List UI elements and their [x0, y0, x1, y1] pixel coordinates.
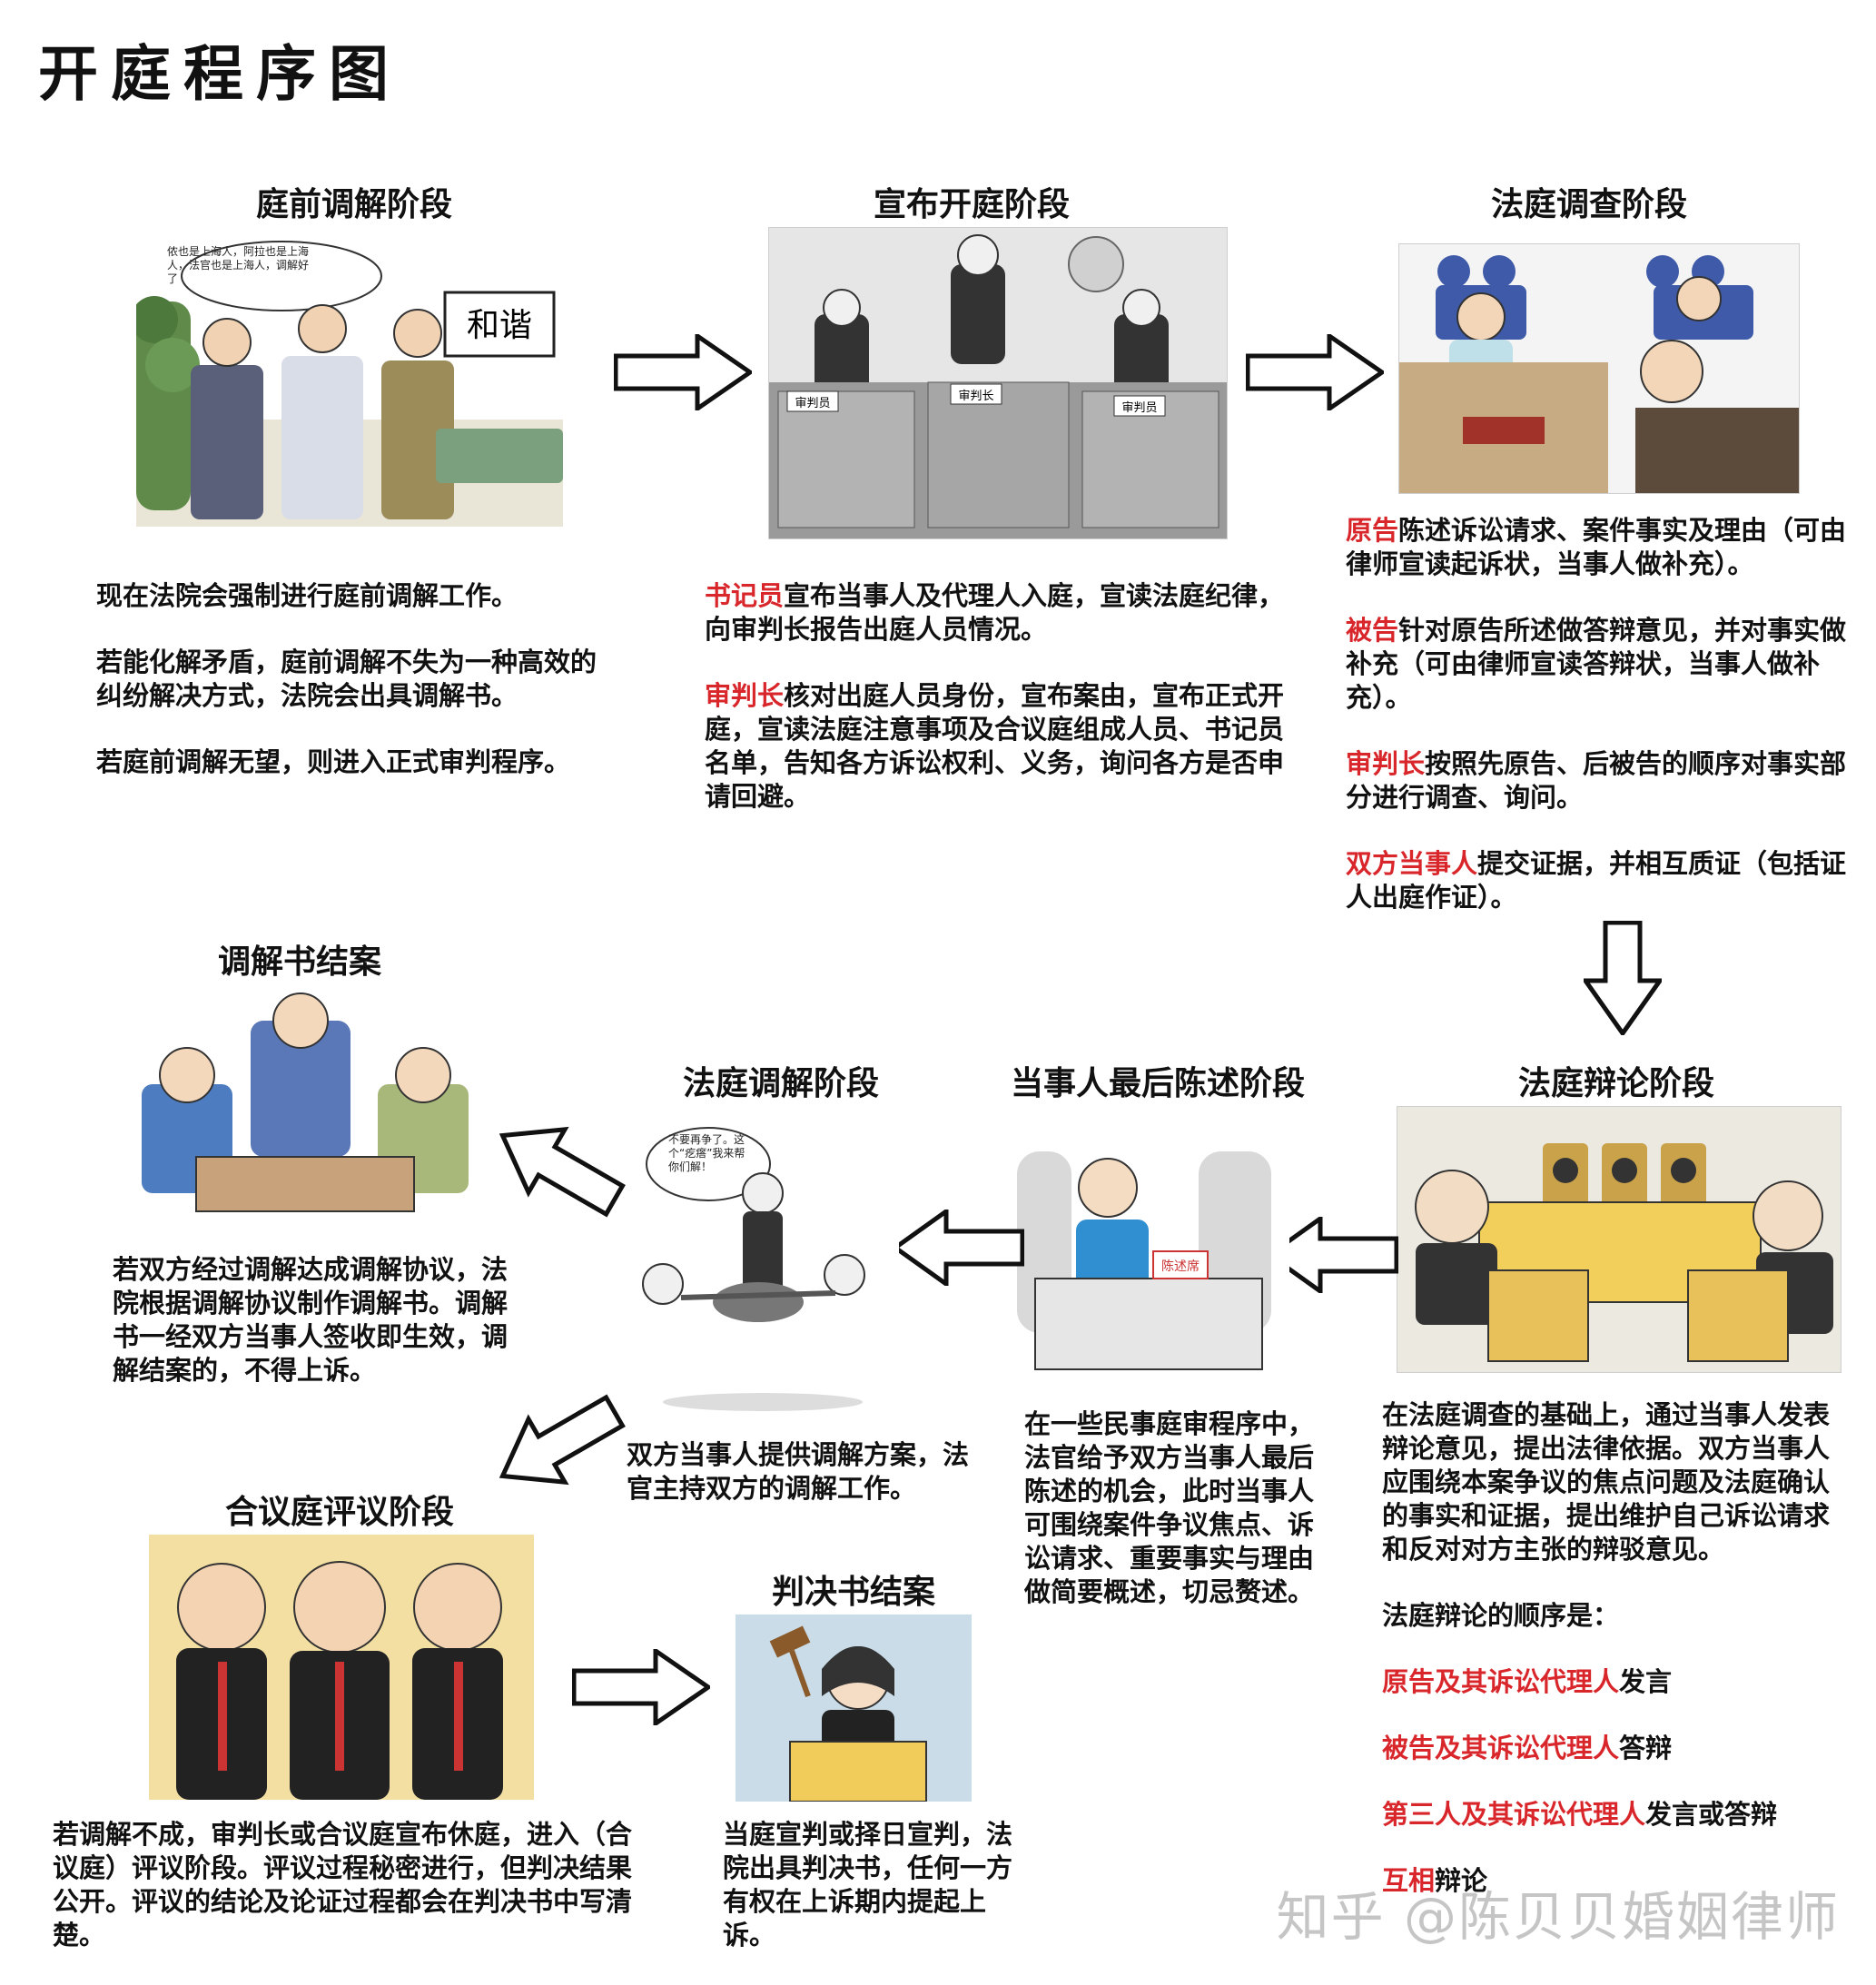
pretrial-paragraph: 现在法院会强制进行庭前调解工作。 [96, 580, 518, 611]
pretrial-mediation-illustration: 和谐 [136, 238, 563, 527]
page-title: 开庭程序图 [38, 39, 401, 109]
court-mediation-text: 双方当事人提供调解方案，法官主持双方的调解工作。 [627, 1439, 970, 1504]
role-highlight: 原告 [1346, 515, 1399, 546]
open-court-illustration: 审判员 审判长 审判员 [768, 227, 1228, 539]
arrow-left-icon [891, 1207, 1025, 1289]
role-highlight: 书记员 [705, 580, 785, 611]
open-court-paragraph: 宣布当事人及代理人入庭，宣读法庭纪律，向审判长报告出庭人员情况。 [705, 580, 1285, 645]
final-statement-illustration: 陈述席 [1017, 1133, 1289, 1380]
final-statement-text: 在一些民事庭审程序中，法官给予双方当事人最后陈述的机会，此时当事人可围绕案件争议… [1024, 1408, 1315, 1607]
role-highlight: 被告 [1346, 615, 1399, 646]
debate-intro: 在法庭调查的基础上，通过当事人发表辩论意见，提出法律依据。双方当事人应围绕本案争… [1382, 1399, 1831, 1565]
mediation-close-text: 若双方经过调解达成调解协议，法院根据调解协议制作调解书。调解书一经双方当事人签收… [113, 1254, 508, 1386]
investigation-paragraph: 提交证据，并相互质证（包括证人出庭作证）。 [1346, 848, 1847, 913]
arrow-down-icon [1581, 920, 1664, 1038]
watermark: 知乎 @陈贝贝婚姻律师 [1276, 1886, 1840, 1948]
stage-title-court-mediation: 法庭调解阶段 [682, 1065, 879, 1102]
arrow-down-left-icon [490, 1389, 627, 1498]
role-highlight: 审判长 [705, 680, 785, 711]
debate-order-item: 答辩 [1619, 1733, 1673, 1763]
debate-order-label: 法庭辩论的顺序是： [1382, 1600, 1620, 1631]
stage-title-pretrial-mediation: 庭前调解阶段 [255, 186, 452, 223]
role-highlight: 第三人及其诉讼代理人 [1382, 1799, 1646, 1830]
investigation-text: 原告陈述诉讼请求、案件事实及理由（可由律师宣读起诉状，当事人做补充）。 被告针对… [1346, 514, 1854, 914]
debate-illustration [1397, 1106, 1841, 1373]
pretrial-mediation-text: 现在法院会强制进行庭前调解工作。 若能化解矛盾，庭前调解不失为一种高效的纠纷解决… [96, 579, 605, 779]
court-label: 审判长 [958, 390, 993, 403]
debate-order-item: 发言或答辩 [1645, 1799, 1778, 1830]
debate-order-item: 发言 [1619, 1666, 1673, 1697]
debate-text: 在法庭调查的基础上，通过当事人发表辩论意见，提出法律依据。双方当事人应围绕本案争… [1382, 1398, 1841, 1898]
investigation-illustration [1398, 243, 1800, 494]
deliberation-text: 若调解不成，审判长或合议庭宣布休庭，进入（合议庭）评议阶段。评议过程秘密进行，但… [53, 1819, 633, 1950]
role-highlight: 互相 [1382, 1865, 1436, 1896]
open-court-paragraph: 核对出庭人员身份，宣布案由，宣布正式开庭，宣读法庭注意事项及合议庭组成人员、书记… [705, 680, 1285, 812]
arrow-right-icon [571, 1646, 713, 1728]
court-mediation-bubble-text: 不要再争了。这个“疙瘩”我来帮你们解！ [668, 1133, 745, 1173]
pretrial-paragraph: 若能化解矛盾，庭前调解不失为一种高效的纠纷解决方式，法院会出具调解书。 [96, 647, 597, 711]
role-highlight: 原告及其诉讼代理人 [1382, 1666, 1620, 1697]
debate-order-item: 辩论 [1435, 1865, 1488, 1896]
court-label: 审判员 [1121, 401, 1157, 415]
pretrial-paragraph: 若庭前调解无望，则进入正式审判程序。 [96, 746, 571, 777]
statement-seat-sign: 陈述席 [1161, 1259, 1200, 1274]
arrow-up-left-icon [490, 1113, 627, 1222]
stage-title-mediation-close: 调解书结案 [217, 943, 381, 981]
role-highlight: 被告及其诉讼代理人 [1382, 1733, 1620, 1763]
role-highlight: 审判长 [1346, 748, 1426, 779]
stage-title-open-court: 宣布开庭阶段 [873, 186, 1070, 223]
open-court-text: 书记员宣布当事人及代理人入庭，宣读法庭纪律，向审判长报告出庭人员情况。 审判长核… [705, 579, 1304, 814]
stage-title-judgment-close: 判决书结案 [771, 1574, 935, 1611]
investigation-paragraph: 针对原告所述做答辩意见，并对事实做补充（可由律师宣读答辩状，当事人做补充）。 [1346, 615, 1847, 713]
judgment-close-text: 当庭宣判或择日宣判，法院出具判决书，任何一方有权在上诉期内提起上诉。 [723, 1819, 1013, 1950]
deliberation-illustration [149, 1535, 534, 1800]
arrow-left-icon [1265, 1214, 1399, 1296]
judgment-close-illustration [736, 1615, 972, 1802]
court-label: 审判员 [795, 397, 830, 410]
mediation-close-illustration [114, 984, 496, 1235]
investigation-paragraph: 按照先原告、后被告的顺序对事实部分进行调查、询问。 [1346, 748, 1847, 813]
stage-title-investigation: 法庭调查阶段 [1490, 186, 1687, 223]
stage-title-deliberation: 合议庭评议阶段 [224, 1494, 454, 1531]
pretrial-bubble-text: 侬也是上海人，阿拉也是上海人，法官也是上海人，调解好了 [167, 245, 310, 285]
arrow-right-icon [613, 331, 755, 413]
harmony-sign: 和谐 [467, 307, 532, 344]
stage-title-final-statement: 当事人最后陈述阶段 [1010, 1065, 1305, 1102]
court-mediation-illustration [627, 1121, 899, 1417]
investigation-paragraph: 陈述诉讼请求、案件事实及理由（可由律师宣读起诉状，当事人做补充）。 [1346, 515, 1847, 579]
role-highlight: 双方当事人 [1346, 848, 1478, 879]
arrow-right-icon [1245, 331, 1387, 413]
stage-title-debate: 法庭辩论阶段 [1517, 1065, 1714, 1102]
